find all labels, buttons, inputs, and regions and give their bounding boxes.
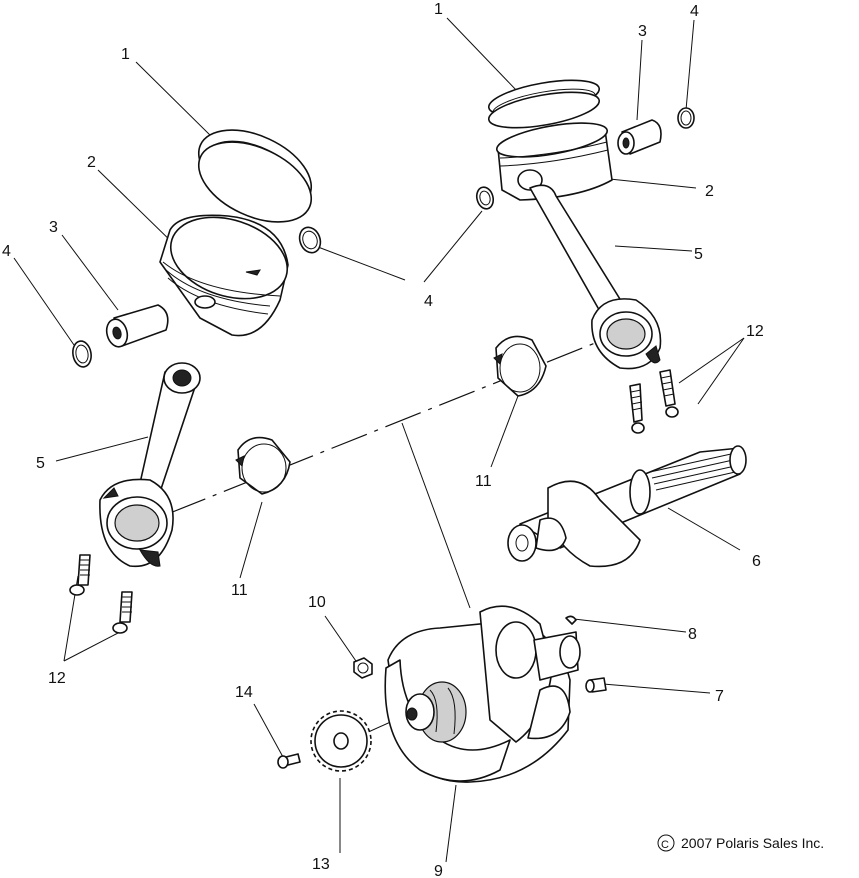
callout-1-right: 1	[434, 1, 443, 18]
callout-1-left: 1	[121, 46, 130, 63]
callout-11-right: 11	[475, 473, 492, 490]
connecting-rod-right	[529, 184, 662, 370]
crankshaft	[384, 605, 581, 783]
callout-5-left: 5	[36, 455, 45, 472]
piston-pin-left	[105, 304, 169, 348]
callout-11-left: 11	[231, 582, 248, 599]
copyright-notice: C 2007 Polaris Sales Inc.	[657, 834, 824, 852]
callout-13: 13	[312, 856, 330, 873]
small-dowel-pin	[585, 677, 607, 693]
piston-pin-right	[617, 119, 662, 155]
bolts-left	[69, 554, 133, 634]
piston-right	[495, 122, 613, 201]
callout-5-right: 5	[694, 246, 703, 263]
nut	[353, 657, 373, 679]
balance-shaft	[507, 445, 747, 568]
bolt-small	[277, 753, 301, 769]
callout-2-left: 2	[87, 154, 96, 171]
copyright-symbol: C	[661, 839, 669, 851]
callout-4-right: 4	[690, 3, 699, 20]
callout-8: 8	[688, 626, 697, 643]
callout-4-center: 4	[424, 293, 433, 310]
woodruff-key	[565, 615, 577, 625]
callout-4-far-left: 4	[2, 243, 11, 260]
pin-clip-left	[72, 340, 92, 368]
bearing-half-right	[493, 335, 547, 397]
callout-12-left: 12	[48, 670, 66, 687]
pin-clip-right	[677, 107, 695, 129]
piston-left	[159, 214, 289, 337]
piston-rings-left	[197, 129, 313, 223]
callout-2-right: 2	[705, 183, 714, 200]
copyright-text: 2007 Polaris Sales Inc.	[681, 835, 824, 851]
callout-7: 7	[715, 688, 724, 705]
callout-3-right: 3	[638, 23, 647, 40]
callout-labels: 1 1 2 2 3 3 4 4 4 5 5 6 7 8 9 10 11 11 1…	[2, 1, 764, 878]
connecting-rod-left	[99, 362, 201, 568]
bolts-right	[629, 369, 679, 434]
callout-3-left: 3	[49, 219, 58, 236]
callout-9: 9	[434, 863, 443, 878]
pin-clip-right-lower	[475, 186, 495, 210]
bearing-half-left	[235, 436, 291, 495]
callout-12-right: 12	[746, 323, 764, 340]
callout-6: 6	[752, 553, 761, 570]
callout-14: 14	[235, 684, 253, 701]
piston-rings-right	[487, 79, 601, 129]
piston-pin-clip-center	[298, 226, 322, 254]
callout-10: 10	[308, 594, 326, 611]
sprocket	[310, 710, 372, 772]
